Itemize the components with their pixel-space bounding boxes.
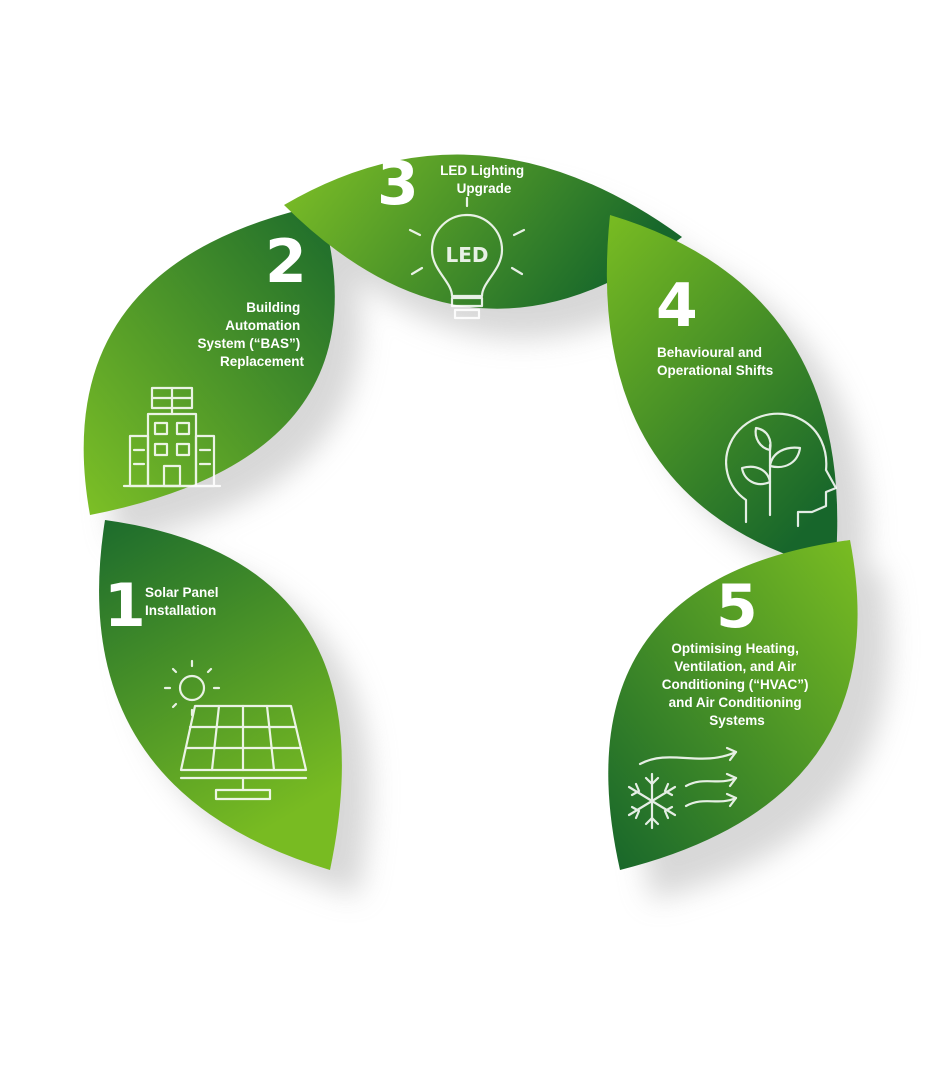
step-1-label-line: Installation (145, 603, 216, 618)
led-bulb-icon: LED (408, 196, 526, 320)
led-icon-text: LED (445, 243, 488, 267)
building-icon (122, 386, 222, 488)
step-5-label-line: and Air Conditioning (669, 695, 802, 710)
step-5: 5 Optimising Heating, Ventilation, and A… (627, 572, 812, 830)
step-3-label-line: Upgrade (457, 181, 512, 196)
step-4-label-line: Behavioural and (657, 345, 762, 360)
step-4-label-line: Operational Shifts (657, 363, 773, 378)
step-5-label-line: Conditioning (“HVAC”) (662, 677, 809, 692)
step-4-label: Behavioural and Operational Shifts (657, 345, 773, 378)
step-4: 4 Behavioural and Operational Shifts (656, 271, 838, 528)
step-1-label: Solar Panel Installation (145, 585, 222, 618)
ghost-letter: F (336, 479, 363, 525)
step-4-number: 4 (656, 271, 698, 341)
step-2-label-line: System (“BAS”) (197, 336, 300, 351)
leaf-step-1 (99, 520, 342, 870)
step-5-label-line: Systems (709, 713, 765, 728)
step-2-label: Building Automation System (“BAS”) Repla… (197, 300, 304, 369)
step-1: 1 Solar Panel Installation (104, 571, 308, 801)
leaf-step-3 (284, 154, 682, 309)
step-5-label-line: Ventilation, and Air (674, 659, 797, 674)
step-2-label-line: Building (246, 300, 300, 315)
step-1-number: 1 (104, 571, 146, 641)
step-3: 3 LED Lighting Upgrade LED (377, 149, 528, 320)
leaf-step-5 (608, 540, 858, 870)
step-5-number: 5 (716, 572, 758, 642)
step-3-number: 3 (377, 149, 419, 219)
step-2-number: 2 (265, 227, 307, 297)
step-3-label-line: LED Lighting (440, 163, 524, 178)
step-5-label-line: Optimising Heating, (671, 641, 799, 656)
head-plant-icon (725, 412, 838, 528)
step-2: 2 Building Automation System (“BAS”) Rep… (122, 227, 307, 488)
step-2-label-line: Replacement (220, 354, 305, 369)
solar-panel-icon (163, 659, 308, 801)
step-5-label: Optimising Heating, Ventilation, and Air… (662, 641, 812, 728)
snowflake-airflow-icon (627, 746, 738, 830)
step-3-label: LED Lighting Upgrade (440, 163, 528, 196)
leaf-step-2 (83, 205, 335, 515)
leaf-step-4 (606, 215, 838, 570)
step-2-label-line: Automation (225, 318, 300, 333)
step-1-label-line: Solar Panel (145, 585, 219, 600)
